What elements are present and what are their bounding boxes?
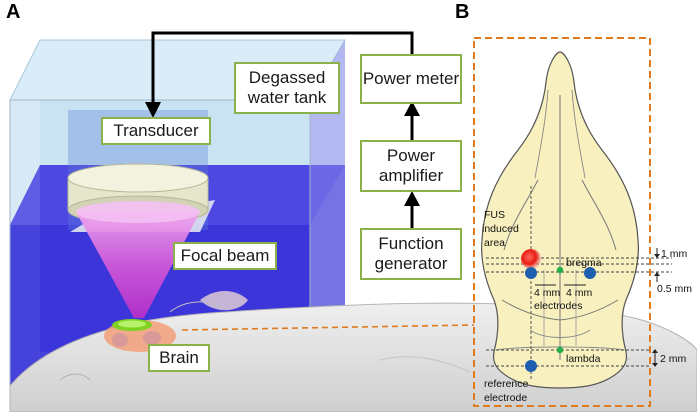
fus-label-line-2: induced [482,223,519,235]
skull-panel-frame [473,37,651,407]
dimension-1mm: 1 mm [661,248,688,260]
power-meter-box: Power meter [360,54,462,104]
fus-label-line-1: FUS [484,209,505,221]
reference-electrode-marker [525,360,537,372]
measurement-lines [486,186,672,380]
reference-label-line-1: reference [484,378,529,390]
function-generator-box: Function generator [360,228,462,280]
lambda-label: lambda [566,353,601,365]
skull-outline [481,51,639,389]
right-distance-label: 4 mm [566,287,593,299]
fus-induced-area-marker [521,249,541,269]
power-amplifier-box: Power amplifier [360,140,462,192]
panel-label-b: B [455,1,470,23]
dimension-0-5mm: 0.5 mm [657,283,692,295]
dimension-arrowheads [652,254,660,367]
electrodes-label: electrodes [534,300,582,312]
left-distance-label: 4 mm [534,287,561,299]
signal-connections [151,31,414,228]
right-electrode-marker [584,267,596,279]
zoom-connector [181,324,475,331]
bregma-marker [556,266,564,274]
brain-label: Brain [148,344,210,372]
water-tank-label: Degassed water tank [234,62,340,114]
focal-beam-cone [76,201,200,318]
bregma-label: bregma [566,257,602,269]
focal-beam-label: Focal beam [173,242,277,270]
lambda-marker [556,346,564,354]
dimension-2mm: 2 mm [660,353,687,365]
transducer-label: Transducer [101,117,211,145]
reference-label-line-2: electrode [484,392,527,404]
fus-label-line-3: area [484,237,505,249]
arrowheads [145,101,420,206]
left-electrode-marker [525,267,537,279]
panel-label-a: A [6,1,21,23]
